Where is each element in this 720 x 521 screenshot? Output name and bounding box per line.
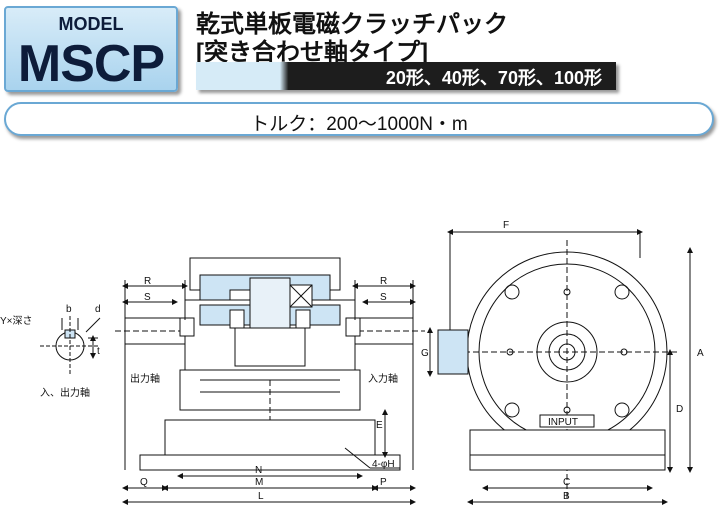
dim-S-left: S (144, 292, 151, 303)
dim-F: F (503, 220, 509, 231)
model-code: MSCP (17, 35, 165, 93)
key-depth-label: Y×深さ (0, 315, 33, 327)
dim-b: b (66, 304, 72, 315)
dim-d: d (95, 304, 101, 315)
torque-banner: トルク：200〜1000N・m (4, 102, 714, 136)
model-box: MODEL MSCP (4, 6, 178, 93)
torque-text: トルク：200〜1000N・m (250, 114, 468, 135)
front-view (437, 240, 680, 500)
bolt-holes-label: 4-φH (372, 459, 395, 470)
input-shaft-label: 入力軸 (368, 372, 398, 385)
product-title: 乾式単板電磁クラッチパック (196, 11, 508, 38)
side-view (115, 257, 425, 471)
dim-E: E (376, 420, 383, 431)
keyway-detail (40, 316, 101, 376)
sizes-text: 20形、40形、70形、100形 (385, 68, 602, 88)
input-plate-label: INPUT (548, 417, 578, 428)
dim-R-left: R (144, 276, 151, 287)
dim-L: L (258, 491, 264, 502)
dim-G: G (421, 348, 429, 359)
dim-P: P (380, 477, 387, 488)
dim-D: D (676, 404, 683, 415)
front-dimensions (427, 229, 693, 505)
dim-B: B (563, 491, 570, 502)
dim-C: C (563, 477, 570, 488)
side-dimensions (122, 280, 416, 505)
dim-M: M (255, 477, 263, 488)
io-shaft-label: 入、出力軸 (40, 386, 90, 399)
model-label: MODEL (58, 14, 124, 34)
dim-N: N (255, 465, 262, 476)
dim-t: t (97, 346, 100, 357)
dim-S-right: S (380, 292, 387, 303)
product-subtitle: [突き合わせ軸タイプ] (196, 39, 428, 66)
dim-R-right: R (380, 276, 387, 287)
output-shaft-label: 出力軸 (130, 372, 160, 385)
dim-Q: Q (140, 477, 148, 488)
sizes-bar: 20形、40形、70形、100形 (196, 62, 616, 90)
dim-A: A (697, 348, 704, 359)
